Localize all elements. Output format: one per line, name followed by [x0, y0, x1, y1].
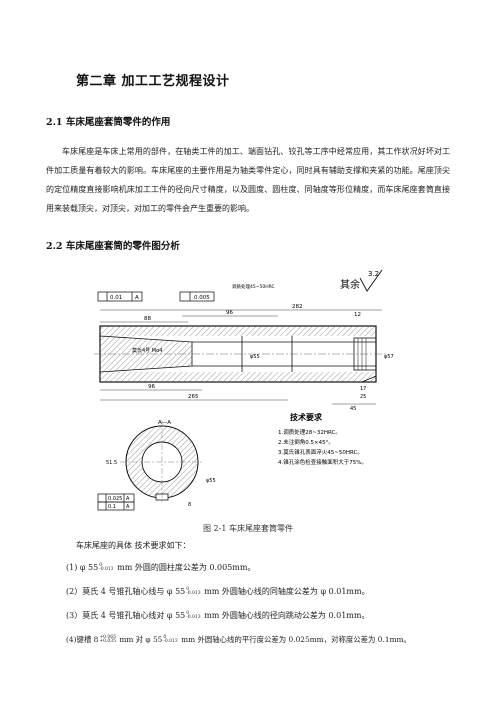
roughness-symbol — [359, 269, 383, 292]
section-dia: φ55 — [206, 478, 216, 484]
svg-text:0.1: 0.1 — [108, 504, 116, 510]
chapter-title: 第二章 加工工艺规程设计 — [76, 74, 230, 89]
dim-45: 45 — [350, 406, 356, 412]
keyway-width: 8 — [188, 502, 191, 508]
section-heading-2-2: 2.2 车床尾座套筒的零件图分析 — [46, 241, 180, 252]
dim-282: 282 — [292, 304, 303, 310]
tech-req-title: 技术要求 — [290, 412, 323, 422]
fcf-top-right: 0.005 — [179, 291, 215, 302]
section-label: A—A — [158, 420, 171, 426]
section-heading-2-1: 2.1 车床尾座套筒零件的作用 — [46, 117, 171, 128]
sleeve-body — [94, 325, 388, 383]
dim-bottom-265: 265 — [188, 394, 199, 400]
dim-bottom-96: 96 — [148, 384, 155, 390]
svg-text:A: A — [126, 496, 130, 502]
part-drawing: 其余 3.2 0.01 A 0.005 调质处理45~50HRC 282 96 … — [94, 269, 394, 511]
section-paragraph-2-1: 车床尾座是车床上常用的部件，在轴类工件的加工、端面钻孔、铰孔等工序中经常应用，其… — [46, 147, 450, 213]
svg-text:0.005: 0.005 — [194, 295, 210, 301]
fcf-top-left: 0.01 A — [97, 291, 143, 302]
remainder-label: 其余 — [340, 278, 360, 291]
note-hardening: 调质处理45~50HRC — [232, 283, 275, 290]
svg-text:0.01: 0.01 — [110, 295, 122, 301]
tech-req-4: 4.锥孔涂色检查接触面积大于75%。 — [278, 458, 367, 466]
dia-outer: φ57 — [384, 354, 394, 360]
fcf-bottom: 0.025 A 0.1 A — [97, 493, 135, 511]
dia-main: φ55 — [250, 354, 260, 360]
dim-17: 17 — [360, 386, 366, 392]
tech-req-1: 1.调质处理28~32HRC。 — [278, 428, 341, 436]
svg-text:A: A — [126, 504, 130, 510]
tech-req-2: 2.未注倒角0.5×45°。 — [278, 438, 334, 446]
morse-label: 莫氏4号 Mo4 — [132, 347, 162, 354]
dim-88: 88 — [144, 316, 151, 322]
tech-req-3: 3.莫氏锥孔表面淬火45~50HRC。 — [278, 448, 363, 456]
svg-text:A: A — [135, 295, 139, 301]
svg-text:0.025: 0.025 — [108, 496, 122, 502]
dim-25: 25 — [360, 394, 366, 400]
section-view — [120, 420, 204, 504]
remainder-roughness: 3.2 — [368, 270, 379, 278]
dim-12: 12 — [354, 312, 361, 318]
dim-mid: 96 — [226, 310, 233, 316]
figure-caption: 图 2-1 车床尾座套筒零件 — [203, 524, 293, 533]
requirements-intro: 车床尾座的具体 技术要求如下： — [76, 541, 191, 550]
section-height: 51.5 — [106, 460, 117, 466]
